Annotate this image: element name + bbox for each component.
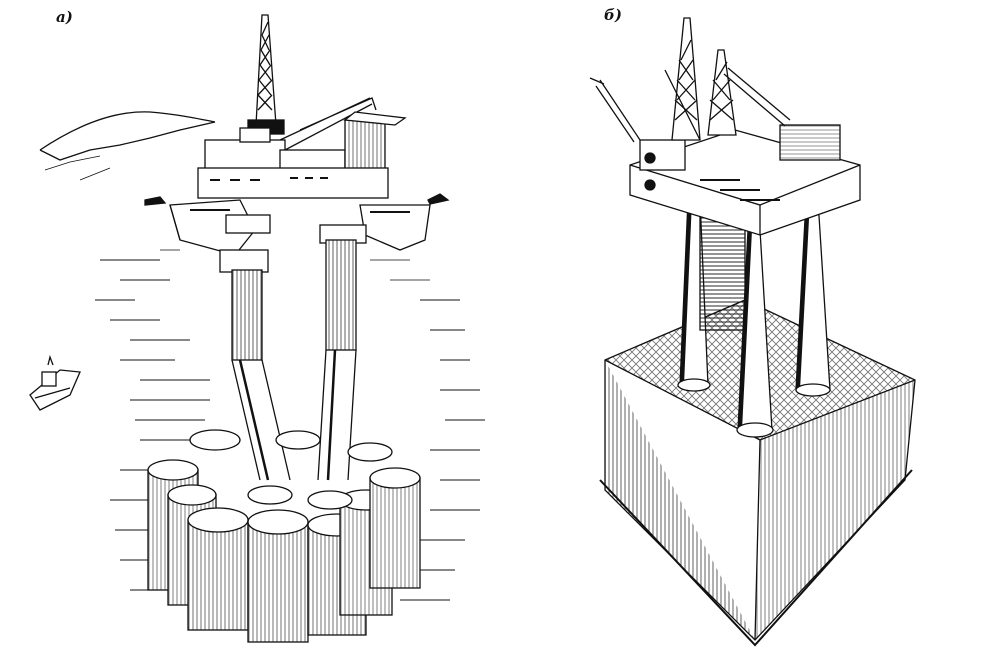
caisson-cells [147,429,421,643]
platform-shafts [219,214,367,481]
tow-barges [169,199,431,256]
panel-a-drawing [29,14,485,643]
tug-boat [29,354,81,411]
panel-b-label: б) [604,6,622,24]
derrick-tower [247,14,285,135]
platform-legs [677,199,831,438]
drilling-derricks [671,17,737,141]
topsides-deck [629,124,861,236]
deck-modules [197,111,407,199]
panel-a-label: а) [56,8,73,26]
panel-b-drawing [589,17,916,647]
sea-hatching [95,239,485,601]
